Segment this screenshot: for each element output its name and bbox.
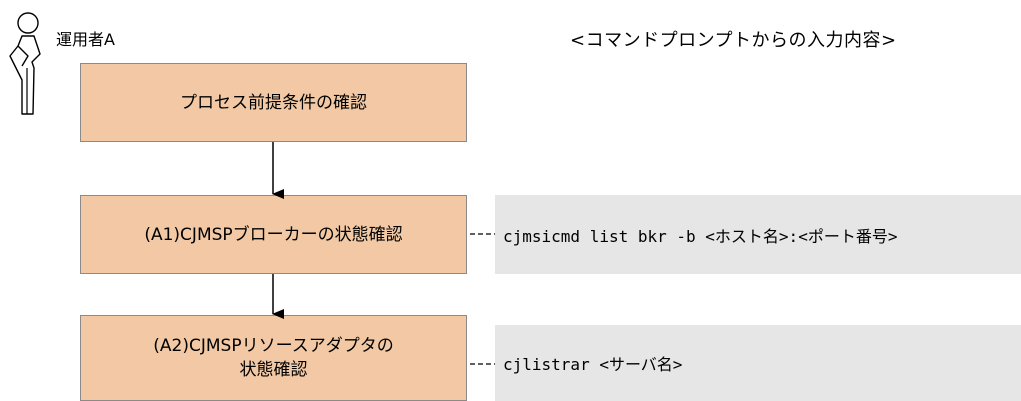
- command-text: cjmsicmd list bkr -b <ホスト名>:<ポート番号>: [503, 226, 898, 246]
- person-icon: [9, 12, 41, 115]
- command-box-broker-status: cjmsicmd list bkr -b <ホスト名>:<ポート番号>: [495, 195, 1021, 274]
- step-label-line-1: (A2)CJMSPリソースアダプタの: [153, 336, 394, 356]
- step-label: (A1)CJMSPブローカーの状態確認: [144, 224, 403, 245]
- process-step-resource-adapter-status-check: (A2)CJMSPリソースアダプタの 状態確認: [80, 315, 467, 401]
- command-box-resource-adapter-status: cjlistrar <サーバ名>: [495, 325, 1021, 401]
- step-label-line-2: 状態確認: [239, 360, 308, 380]
- step-label: プロセス前提条件の確認: [180, 92, 367, 113]
- actor-label: 運用者A: [56, 30, 115, 49]
- process-step-broker-status-check: (A1)CJMSPブローカーの状態確認: [80, 195, 467, 274]
- command-text: cjlistrar <サーバ名>: [503, 355, 683, 374]
- command-input-header: <コマンドプロンプトからの入力内容>: [570, 30, 897, 51]
- process-step-prerequisite-check: プロセス前提条件の確認: [80, 63, 467, 142]
